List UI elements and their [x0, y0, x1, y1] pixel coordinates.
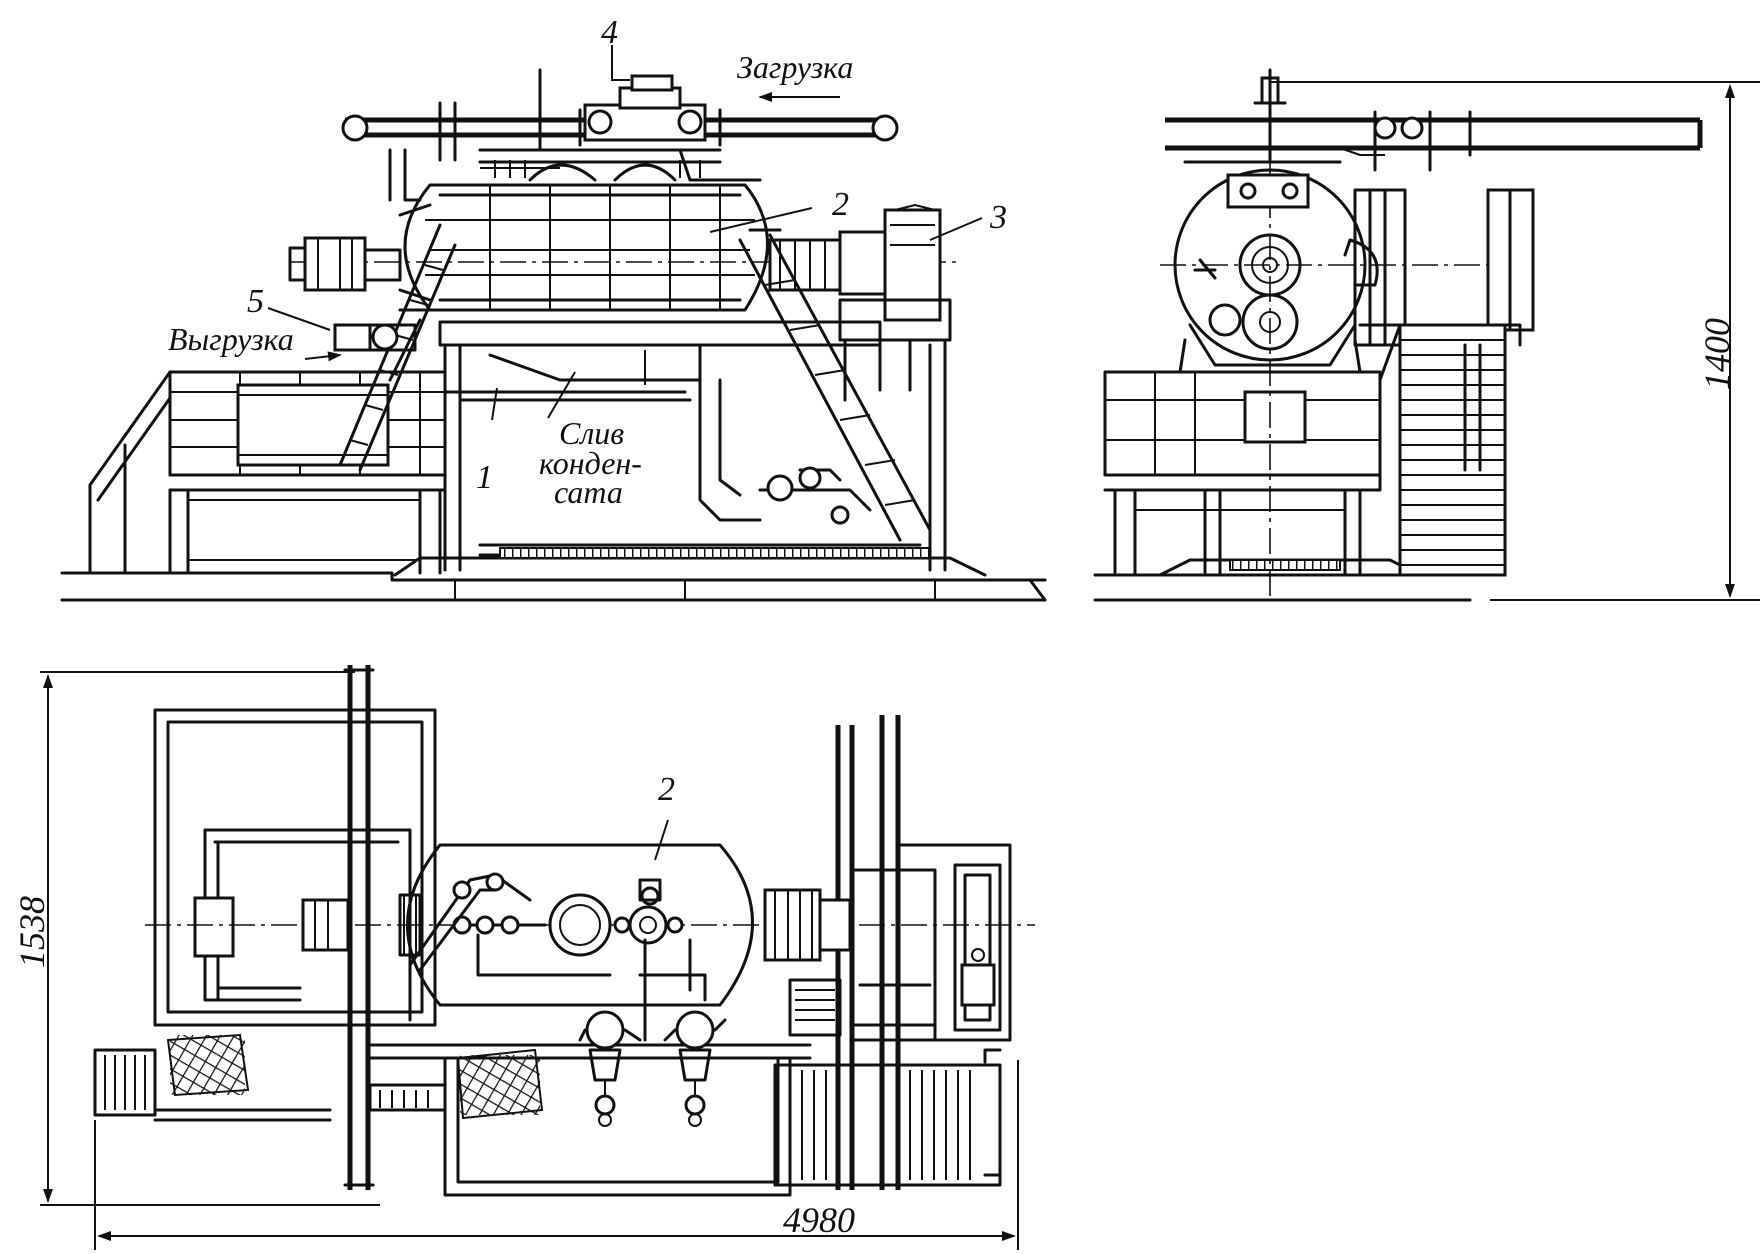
dimension-height: 1400 — [1697, 318, 1737, 390]
callout-2-plan: 2 — [658, 771, 675, 808]
condensate-label-line1: Слив — [559, 415, 624, 451]
condensate-label-line3: сата — [554, 474, 623, 510]
callout-4: 4 — [601, 14, 618, 51]
left-end-assembly — [288, 203, 432, 302]
unloading-valve — [333, 308, 442, 352]
front-view — [60, 45, 1047, 602]
callout-2-front: 2 — [832, 186, 849, 223]
unloading-platform — [88, 370, 447, 575]
loading-label: Загрузка — [737, 49, 853, 85]
callout-1: 1 — [476, 459, 493, 496]
side-view — [1093, 68, 1760, 602]
top-manifold — [341, 68, 899, 202]
front-stairs — [738, 228, 932, 547]
callout-5: 5 — [247, 283, 264, 320]
condensate-label-line2: конден- — [539, 445, 642, 481]
unloading-label: Выгрузка — [168, 321, 294, 357]
callout-3: 3 — [989, 199, 1007, 236]
drive-unit — [768, 203, 952, 402]
drum-support-base — [438, 320, 947, 572]
condensate-traps — [578, 1010, 727, 1127]
plan-view — [40, 665, 1035, 1250]
drum-plan — [145, 843, 1035, 1042]
dimension-length: 4980 — [783, 1200, 855, 1240]
dimension-width: 1538 — [12, 896, 52, 968]
